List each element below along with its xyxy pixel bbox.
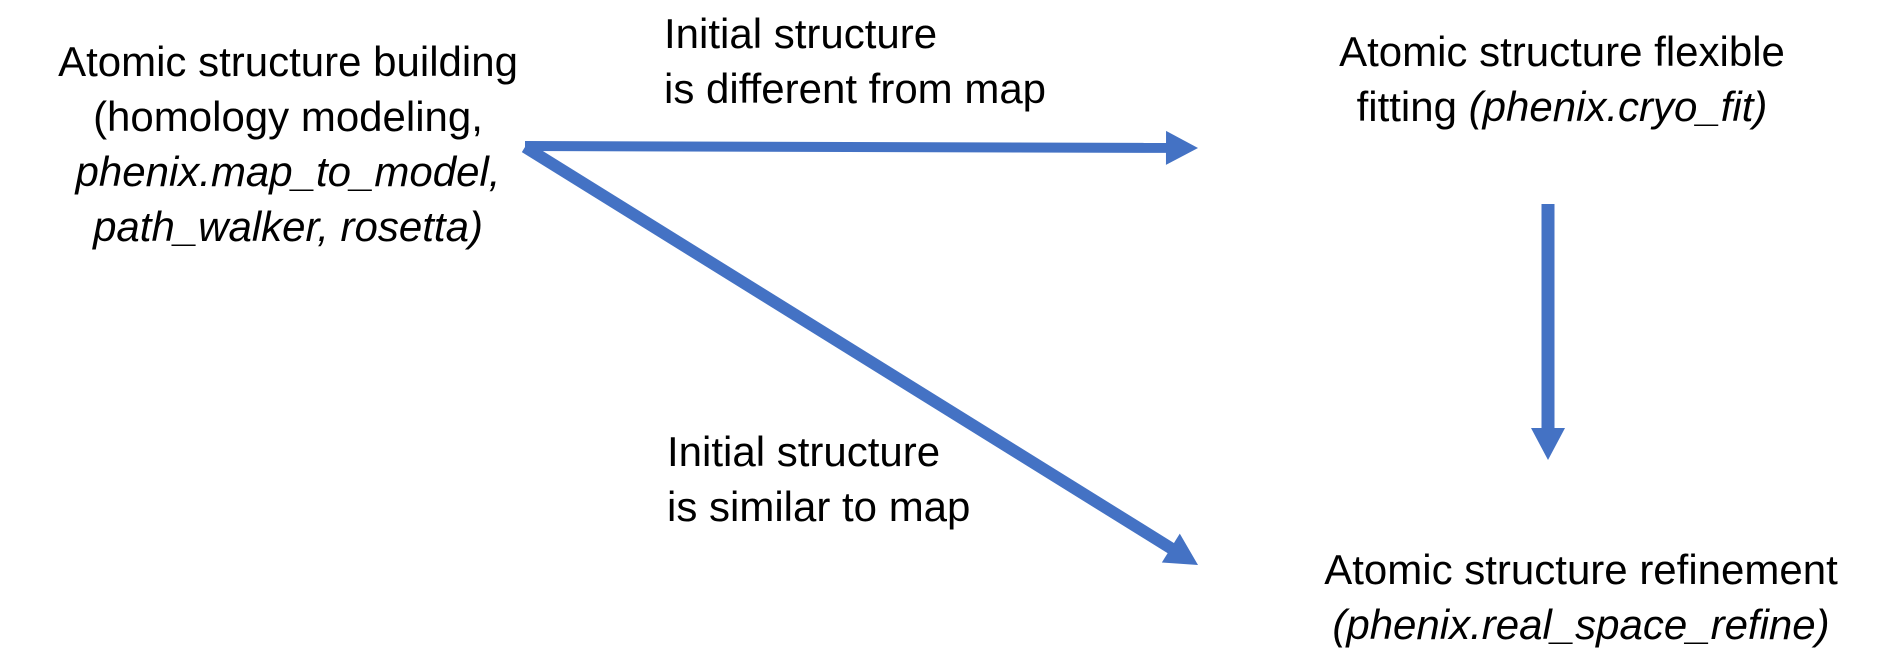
node-atomic-structure-building: Atomic structure building (homology mode… <box>8 34 568 254</box>
node-building-tools-line2: path_walker, rosetta) <box>93 203 483 250</box>
arrow-building-to-refinement-head <box>1161 533 1198 565</box>
node-atomic-structure-flexible-fitting: Atomic structure flexible fitting (pheni… <box>1302 24 1822 134</box>
node-building-title: Atomic structure building <box>58 38 518 85</box>
node-fitting-line2-prefix: fitting <box>1356 83 1469 130</box>
node-fitting-tool-name: (phenix.cryo_fit) <box>1468 83 1768 130</box>
node-building-subtitle: (homology modeling, <box>93 93 483 140</box>
arrow-fitting-to-refinement-head <box>1531 428 1565 460</box>
node-building-tools-line1: phenix.map_to_model, <box>75 148 501 195</box>
node-atomic-structure-refinement: Atomic structure refinement (phenix.real… <box>1286 542 1876 652</box>
label-different-line1: Initial structure <box>664 10 938 57</box>
label-similar-line2: is similar to map <box>667 483 971 530</box>
arrow-building-to-fitting-head <box>1165 130 1198 165</box>
label-similar-line1: Initial structure <box>667 428 941 475</box>
node-refinement-line1: Atomic structure refinement <box>1324 546 1838 593</box>
node-fitting-line2: fitting (phenix.cryo_fit) <box>1302 79 1822 134</box>
node-fitting-line1: Atomic structure flexible <box>1339 28 1785 75</box>
arrow-building-to-fitting-shaft <box>524 141 1169 153</box>
arrow-building-to-refinement-shaft <box>521 141 1176 555</box>
label-initial-structure-different: Initial structure is different from map <box>664 6 1046 116</box>
label-different-line2: is different from map <box>664 65 1047 112</box>
label-initial-structure-similar: Initial structure is similar to map <box>667 424 970 534</box>
node-refinement-tool-name: (phenix.real_space_refine) <box>1332 601 1830 648</box>
